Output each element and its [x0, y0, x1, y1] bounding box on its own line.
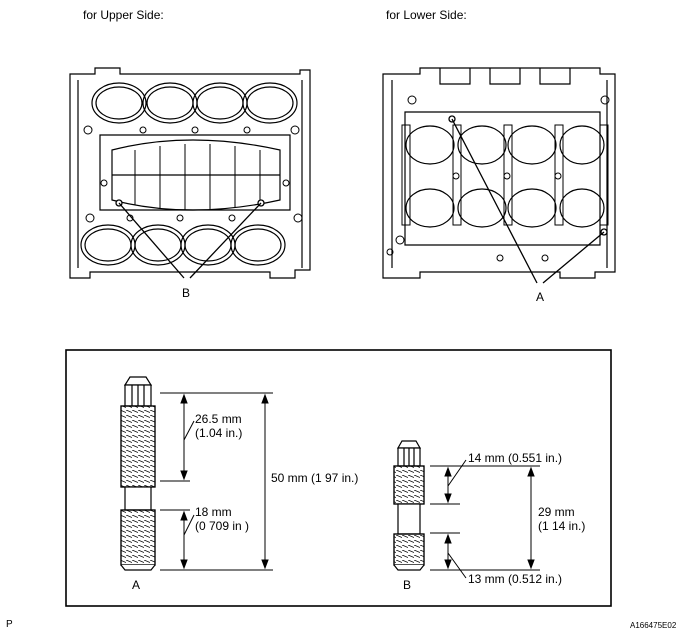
footer-left-code: P: [6, 619, 13, 630]
stud-b-dim-top: 14 mm (0.551 in.): [468, 451, 563, 465]
stud-b-dim-mid-mm: 29 mm: [538, 505, 575, 519]
callout-lines-a: [448, 115, 608, 284]
stud-b-dim-bottom: 13 mm (0.512 in.): [468, 572, 563, 586]
lower-bores-bottom: [405, 188, 605, 228]
stud-a-letter: A: [132, 578, 141, 592]
stud-a-dim-top-in: (1.04 in.): [195, 426, 243, 440]
stud-a-dim-total: 50 mm (1 97 in.): [271, 471, 359, 485]
callout-label-a: A: [536, 290, 545, 304]
stud-a-dim-bottom-mm: 18 mm: [195, 505, 232, 519]
stud-a-dim-top-mm: 26.5 mm: [195, 412, 242, 426]
heading-upper-side: for Upper Side:: [83, 8, 164, 22]
stud-b-dimensions: [430, 459, 540, 579]
stud-b-dim-mid-in: (1 14 in.): [538, 519, 586, 533]
upper-bores-top: [91, 82, 298, 124]
stud-b-letter: B: [403, 578, 412, 592]
stud-b-drawing: [393, 440, 425, 571]
engine-block-lower-side: [382, 67, 616, 279]
figure-id: A166475E02: [630, 621, 677, 630]
upper-bores-bottom: [80, 224, 286, 266]
stud-a-drawing: [120, 376, 156, 571]
stud-a-dim-bottom-in: (0 709 in ): [195, 519, 250, 533]
stud-detail-frame: [65, 349, 612, 607]
engine-block-upper-side: [69, 67, 311, 279]
lower-bores-top: [405, 125, 605, 165]
stud-a-dimensions: [160, 392, 273, 571]
callout-label-b: B: [182, 286, 191, 300]
callout-lines-b: [115, 199, 265, 279]
heading-lower-side: for Lower Side:: [386, 8, 467, 22]
